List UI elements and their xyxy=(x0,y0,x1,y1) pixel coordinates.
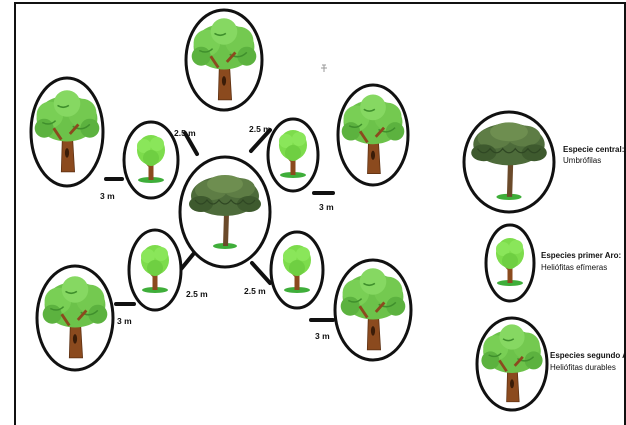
first-ring-tree-ll xyxy=(127,228,183,312)
distance-label-center-ll: 2.5 m xyxy=(186,289,208,299)
legend-item-second-ring: Especies segundo Aro: Heliófitas durable… xyxy=(475,316,626,412)
second-ring-tree-top xyxy=(184,8,264,112)
legend-item-central: Especie central: Umbrófilas xyxy=(462,110,624,214)
first-ring-tree-ur xyxy=(266,117,320,193)
first-ring-tree-ul xyxy=(122,120,180,200)
legend-central-title: Especie central: xyxy=(563,145,624,154)
distance-label-center-lr: 2.5 m xyxy=(244,286,266,296)
diagram-frame xyxy=(14,2,626,425)
first-ring-tree-lr xyxy=(269,230,325,310)
legend: Especie central: Umbrófilas Especies pri… xyxy=(462,110,626,412)
distance-label-ring-lr: 3 m xyxy=(315,331,330,341)
legend-central-subtitle: Umbrófilas xyxy=(563,156,601,165)
legend-second-ring-subtitle: Heliófitas durables xyxy=(550,363,616,372)
distance-label-ring-ur: 3 m xyxy=(319,202,334,212)
second-ring-tree-lr xyxy=(333,258,413,362)
second-ring-tree-ur xyxy=(336,83,410,187)
legend-second-ring-title: Especies segundo Aro: xyxy=(550,351,626,360)
second-ring-tree-ll xyxy=(35,264,115,372)
distance-label-center-ur: 2.5 m xyxy=(249,124,271,134)
small-mark-icon xyxy=(321,64,327,72)
legend-first-ring-subtitle: Heliófitas efímeras xyxy=(541,263,607,272)
distance-label-ring-ul: 3 m xyxy=(100,191,115,201)
legend-first-ring-title: Especies primer Aro: xyxy=(541,251,621,260)
central-tree xyxy=(178,155,272,269)
distance-label-ring-ll: 3 m xyxy=(117,316,132,326)
legend-item-first-ring: Especies primer Aro: Heliófitas efímeras xyxy=(484,223,621,303)
distance-label-center-ul: 2.5 m xyxy=(174,128,196,138)
line-center-ur xyxy=(249,128,272,153)
line-center-lr xyxy=(250,261,272,285)
line-center-ul xyxy=(183,131,199,156)
second-ring-tree-ul xyxy=(29,76,105,188)
